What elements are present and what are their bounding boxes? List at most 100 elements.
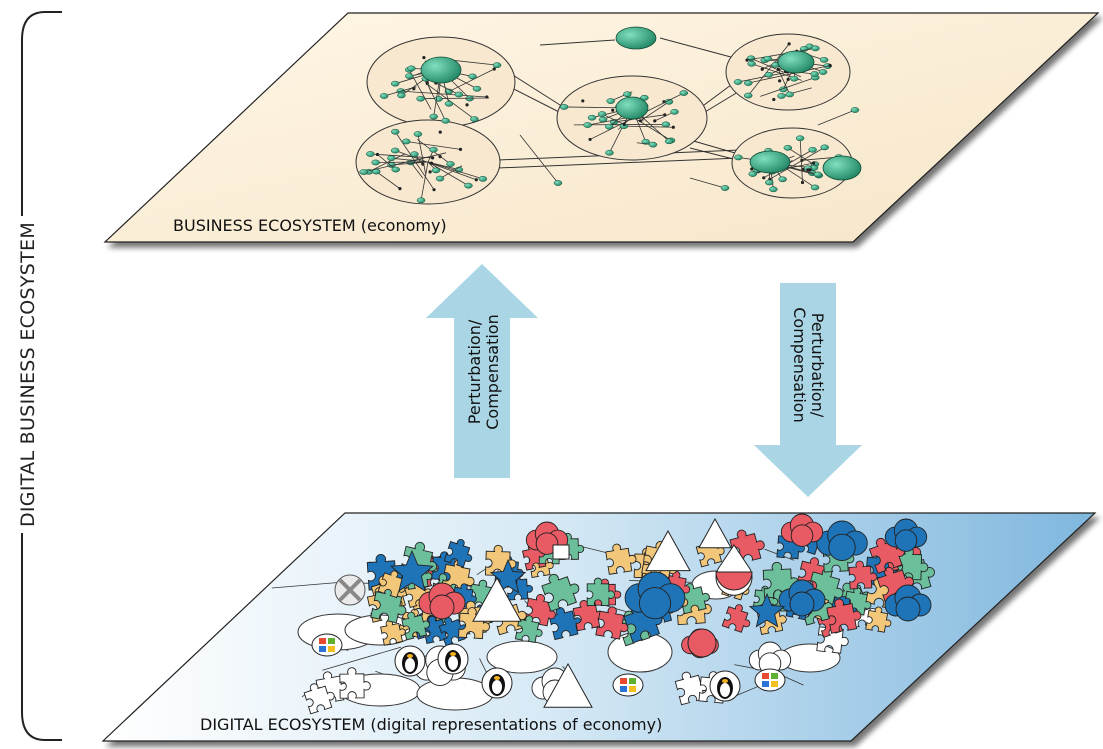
network-edge <box>632 116 672 141</box>
puzzle-piece <box>339 667 371 699</box>
network-dot <box>474 178 478 182</box>
network-edge <box>750 57 784 73</box>
network-dot <box>432 188 436 192</box>
network-link <box>497 157 741 169</box>
cloud-lobe <box>789 591 815 617</box>
triangle-shape <box>543 662 593 708</box>
puzzle-piece <box>721 604 751 633</box>
windows-pane <box>771 681 778 687</box>
network-dot <box>800 180 805 185</box>
network-edge <box>777 69 791 95</box>
network-node <box>435 175 445 182</box>
cloud-shape <box>418 582 466 620</box>
puzzle-piece <box>541 573 580 612</box>
red-mascot-icon <box>687 628 717 658</box>
puzzle-piece <box>514 615 543 643</box>
network-edge <box>787 147 816 166</box>
network-node <box>819 57 829 63</box>
network-node <box>597 111 607 117</box>
cloud-shape <box>624 571 686 620</box>
puzzle-piece-shape <box>514 615 543 643</box>
network-dot <box>786 77 790 82</box>
network-hub-node <box>777 50 815 74</box>
puzzle-piece-shape <box>443 539 473 568</box>
windows-logo-badge <box>612 673 644 697</box>
network-node <box>413 131 423 137</box>
network-dot <box>762 176 766 180</box>
arrow-up-label-line1: Perturbation/ <box>465 319 484 425</box>
arrow-down-label-line2: Compensation <box>790 307 809 423</box>
puzzle-piece <box>443 539 473 568</box>
network-edge <box>384 86 417 97</box>
cloud-shape <box>748 641 792 675</box>
puzzle-piece <box>548 607 582 641</box>
network-edge <box>406 141 461 150</box>
network-dot <box>828 63 832 68</box>
network-dot <box>431 156 435 160</box>
network-node <box>763 55 773 62</box>
arrow-up <box>426 264 538 478</box>
windows-logo-badge <box>754 668 786 692</box>
network-node <box>390 80 400 87</box>
network-node <box>640 94 649 101</box>
network-node <box>808 146 817 153</box>
network-node <box>720 185 730 191</box>
network-node <box>664 98 674 105</box>
penguin-belly <box>720 683 730 697</box>
network-node <box>407 65 416 72</box>
component-link <box>271 582 337 589</box>
network-dot <box>622 122 626 127</box>
network-node <box>587 114 597 121</box>
puzzle-piece-shape <box>595 606 629 640</box>
square-shape <box>552 544 570 560</box>
network-node <box>429 113 438 120</box>
network-edge <box>420 97 490 100</box>
penguin-beak <box>450 652 456 656</box>
arrow-down <box>754 283 862 497</box>
network-node <box>359 169 368 175</box>
cloud-lobe <box>894 529 918 552</box>
windows-pane <box>319 638 326 644</box>
penguin-belly <box>492 680 502 694</box>
network-node <box>764 71 774 78</box>
penguin-belly <box>448 656 458 670</box>
network-node <box>648 141 658 148</box>
penguin-beak <box>494 676 500 680</box>
network-node <box>379 93 389 99</box>
network-edge <box>400 90 487 98</box>
network-node <box>810 71 819 77</box>
network-dot <box>653 119 657 123</box>
network-node <box>810 184 820 191</box>
digital-ecosystem-label: DIGITAL ECOSYSTEM (digital representatio… <box>200 715 663 734</box>
network-node <box>397 92 406 99</box>
network-node <box>733 79 743 85</box>
network-node <box>405 73 414 79</box>
network-node <box>785 91 794 98</box>
component-link <box>322 646 402 671</box>
network-hub-node <box>749 150 791 174</box>
network-dot <box>808 168 812 172</box>
cloud-lobe <box>638 587 672 620</box>
network-dot <box>492 67 496 71</box>
triangle-shape <box>698 517 732 549</box>
network-node <box>734 154 743 161</box>
digital-components-cluster <box>271 513 935 715</box>
puzzle-piece <box>848 560 878 590</box>
network-dot <box>465 103 469 107</box>
network-dot <box>581 99 585 103</box>
cloud-lobe <box>828 533 856 562</box>
network-link <box>659 37 743 61</box>
windows-pane <box>319 646 326 652</box>
network-dot <box>438 130 442 134</box>
network-node <box>441 117 450 124</box>
windows-pane <box>762 673 769 679</box>
network-node <box>744 80 753 86</box>
linux-penguin-badge <box>394 645 426 677</box>
network-node <box>811 45 820 52</box>
network-node <box>429 146 438 153</box>
puzzle-piece-shape <box>401 611 430 641</box>
digital-plane <box>101 512 1097 742</box>
puzzle-piece <box>595 606 629 640</box>
puzzle-piece <box>605 543 637 575</box>
